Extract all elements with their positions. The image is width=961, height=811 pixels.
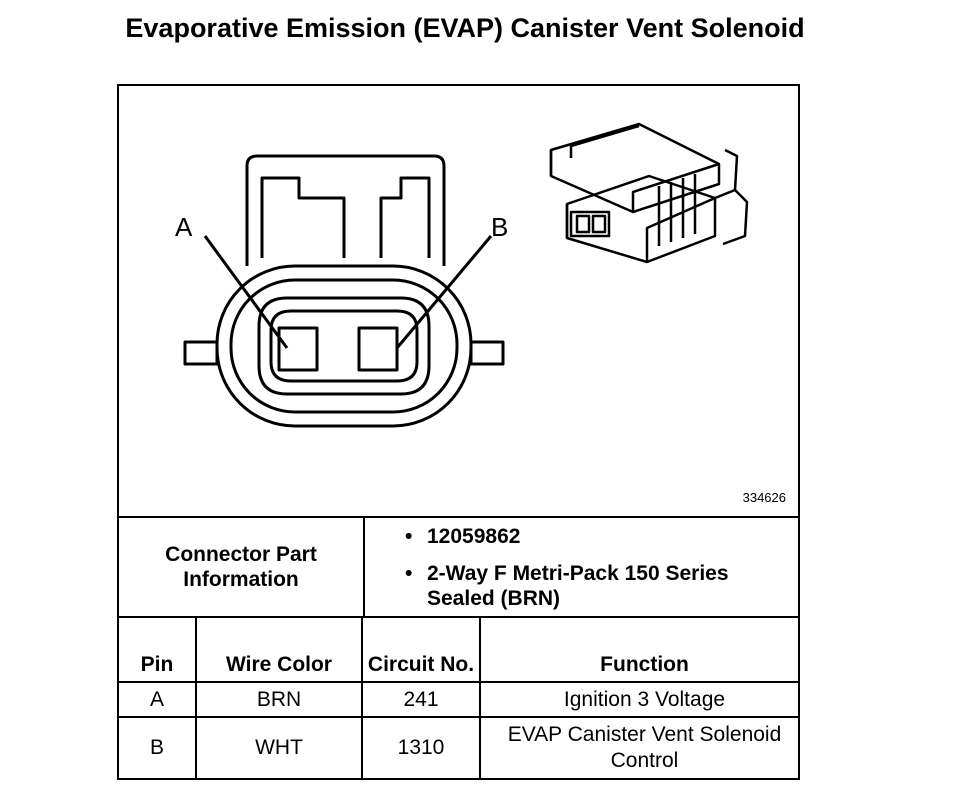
- function-cell: EVAP Canister Vent Solenoid Control: [479, 716, 800, 780]
- connector-info-values: • 12059862 • 2-Way F Metri-Pack 150 Seri…: [363, 516, 800, 618]
- part-number: 12059862: [427, 524, 521, 548]
- bullet-icon: •: [405, 524, 413, 548]
- figure-number: 334626: [742, 490, 786, 505]
- pin-cell: A: [117, 681, 197, 718]
- connector-illustration: A B: [175, 122, 749, 428]
- header-circuit-no: Circuit No.: [361, 616, 481, 683]
- connector-info-table: Connector Part Information • 12059862 • …: [117, 516, 800, 618]
- connector-frame: A B 334626 Connector Part Informati: [117, 84, 800, 780]
- wire-color-cell: BRN: [195, 681, 363, 718]
- table-header-row: Pin Wire Color Circuit No. Function: [117, 616, 800, 683]
- connector-perspective-view: [549, 122, 749, 264]
- pin-cell: B: [117, 716, 197, 780]
- header-wire-color: Wire Color: [195, 616, 363, 683]
- function-cell: Ignition 3 Voltage: [479, 681, 800, 718]
- list-item: • 2-Way F Metri-Pack 150 Series Sealed (…: [405, 561, 798, 611]
- callout-b: B: [491, 212, 508, 242]
- circuit-no-cell: 241: [361, 681, 481, 718]
- pin-table: Pin Wire Color Circuit No. Function A BR…: [117, 616, 800, 780]
- callout-a: A: [175, 212, 193, 242]
- connector-figure: A B 334626: [119, 86, 798, 516]
- table-row: A BRN 241 Ignition 3 Voltage: [117, 681, 800, 718]
- list-item: • 12059862: [405, 524, 798, 549]
- header-function: Function: [479, 616, 800, 683]
- table-row: B WHT 1310 EVAP Canister Vent Solenoid C…: [117, 716, 800, 780]
- connector-type: 2-Way F Metri-Pack 150 Series Sealed (BR…: [427, 561, 729, 610]
- bullet-icon: •: [405, 561, 413, 585]
- circuit-no-cell: 1310: [361, 716, 481, 780]
- connector-info-label: Connector Part Information: [117, 516, 365, 618]
- page-title: Evaporative Emission (EVAP) Canister Ven…: [125, 13, 805, 43]
- wire-color-cell: WHT: [195, 716, 363, 780]
- header-pin: Pin: [117, 616, 197, 683]
- connector-face-view: [183, 154, 505, 428]
